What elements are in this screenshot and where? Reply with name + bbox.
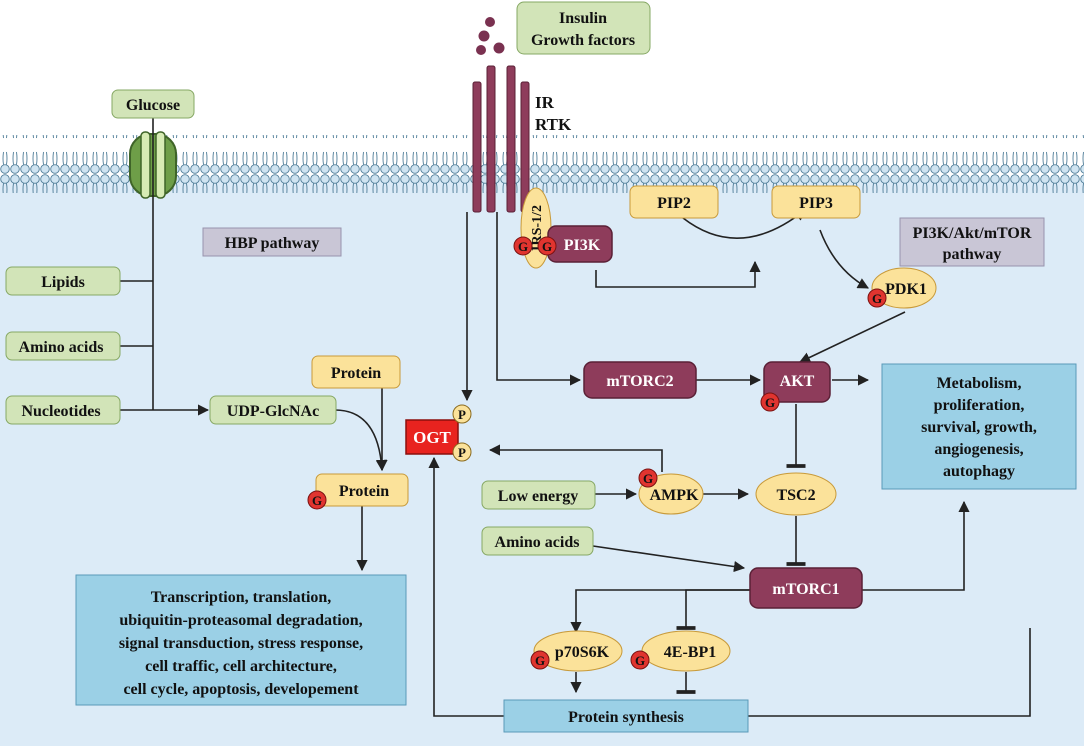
g-marker-p70s6k: G (530, 650, 550, 670)
svg-text:Low energy: Low energy (498, 488, 578, 505)
g-marker-pi3k: G (537, 236, 557, 256)
svg-text:G: G (872, 291, 882, 306)
svg-text:PDK1: PDK1 (885, 281, 927, 298)
mtorc2-node: mTORC2 (583, 361, 697, 399)
svg-text:AMPK: AMPK (650, 487, 699, 504)
pi3k-node: PI3K (547, 225, 613, 263)
pi3k-akt-mtor-pathway-label: PI3K/Akt/mTOR pathway (899, 217, 1045, 267)
svg-text:p70S6K: p70S6K (555, 644, 610, 661)
insulin-box: Insulin Growth factors (516, 1, 651, 55)
svg-text:PI3K: PI3K (564, 237, 601, 254)
svg-text:TSC2: TSC2 (776, 487, 815, 504)
svg-text:G: G (643, 471, 653, 486)
svg-text:cell traffic, cell architectur: cell traffic, cell architecture, (145, 658, 337, 675)
g-marker-4e-bp1: G (630, 650, 650, 670)
svg-text:Insulin: Insulin (559, 10, 607, 27)
p-marker-top: P (452, 404, 472, 424)
pdk1-node: PDK1 (871, 267, 937, 309)
svg-text:P: P (458, 445, 466, 460)
svg-text:G: G (635, 653, 645, 668)
pip2-box: PIP2 (629, 185, 719, 219)
pip3-box: PIP3 (771, 185, 861, 219)
p70s6k-node: p70S6K (533, 630, 623, 672)
right-outcome-box: Metabolism, proliferation, survival, gro… (881, 363, 1077, 490)
svg-text:UDP-GlcNAc: UDP-GlcNAc (227, 403, 319, 420)
receptor-label-rtk: RTK (535, 115, 572, 134)
svg-text:G: G (542, 239, 552, 254)
tsc2-node: TSC2 (755, 472, 837, 516)
svg-text:Glucose: Glucose (126, 97, 180, 114)
svg-text:G: G (765, 395, 775, 410)
svg-text:angiogenesis,: angiogenesis, (934, 441, 1023, 458)
connectors (120, 118, 1031, 717)
protein-box: Protein (311, 355, 401, 389)
svg-text:HBP pathway: HBP pathway (225, 235, 320, 252)
svg-text:4E-BP1: 4E-BP1 (664, 644, 716, 661)
nucleotides-box: Nucleotides (5, 395, 121, 425)
svg-text:Nucleotides: Nucleotides (21, 403, 100, 420)
svg-text:signal transduction, stress re: signal transduction, stress response, (119, 635, 363, 652)
left-outcome-box: Transcription, translation, ubiquitin-pr… (75, 574, 407, 706)
hbp-pathway-label: HBP pathway (202, 227, 342, 257)
svg-text:mTORC1: mTORC1 (772, 581, 839, 598)
mtorc1-node: mTORC1 (749, 567, 863, 609)
svg-text:cell cycle, apoptosis, develop: cell cycle, apoptosis, developement (123, 681, 359, 698)
svg-text:ubiquitin-proteasomal degradat: ubiquitin-proteasomal degradation, (119, 612, 362, 629)
glucose-box: Glucose (111, 89, 195, 119)
svg-text:mTORC2: mTORC2 (606, 373, 673, 390)
udp-glcnac-box: UDP-GlcNAc (209, 395, 337, 425)
svg-text:AKT: AKT (780, 373, 815, 390)
low-energy-box: Low energy (481, 480, 596, 510)
svg-text:Protein: Protein (331, 365, 381, 382)
cell-membrane (0, 135, 1084, 193)
svg-text:Amino acids: Amino acids (19, 339, 104, 356)
svg-text:proliferation,: proliferation, (934, 397, 1025, 414)
g-marker-irs: G (513, 236, 533, 256)
g-marker-protein: G (307, 490, 327, 510)
p-marker-bottom: P (452, 442, 472, 462)
protein-synthesis-box: Protein synthesis (503, 699, 749, 733)
glycosylated-protein-box: Protein (315, 473, 409, 507)
svg-text:autophagy: autophagy (943, 463, 1015, 480)
svg-text:PIP3: PIP3 (799, 195, 833, 212)
g-marker-pdk1: G (867, 288, 887, 308)
irs-node: IRS-1/2 (520, 187, 552, 269)
ogt-node: OGT (405, 419, 459, 455)
svg-text:Protein synthesis: Protein synthesis (568, 709, 684, 726)
svg-text:Lipids: Lipids (41, 274, 85, 291)
g-marker-ampk: G (638, 468, 658, 488)
svg-text:P: P (458, 407, 466, 422)
insulin-receptor (472, 65, 530, 213)
akt-node: AKT (763, 361, 831, 403)
svg-text:G: G (535, 653, 545, 668)
svg-text:PIP2: PIP2 (657, 195, 691, 212)
receptor-label-ir: IR (535, 93, 555, 112)
g-marker-akt: G (760, 392, 780, 412)
insulin-ligand-dots (476, 17, 505, 55)
svg-text:G: G (312, 493, 322, 508)
svg-text:Protein: Protein (339, 483, 389, 500)
4e-bp1-node: 4E-BP1 (641, 630, 731, 672)
phospho-markers: P P (452, 404, 472, 462)
glycosylation-markers: G G G G G G G G (307, 236, 887, 670)
svg-text:Transcription, translation,: Transcription, translation, (151, 589, 332, 606)
svg-text:Amino acids: Amino acids (495, 534, 580, 551)
svg-text:pathway: pathway (943, 246, 1002, 263)
amino-acids-left-box: Amino acids (5, 331, 121, 361)
svg-text:G: G (518, 239, 528, 254)
lipids-box: Lipids (5, 266, 121, 296)
svg-text:survival, growth,: survival, growth, (921, 419, 1037, 436)
svg-text:Metabolism,: Metabolism, (937, 375, 1022, 392)
svg-text:PI3K/Akt/mTOR: PI3K/Akt/mTOR (913, 225, 1032, 242)
amino-acids-mid-box: Amino acids (481, 526, 594, 556)
svg-text:Growth factors: Growth factors (531, 32, 635, 49)
svg-text:OGT: OGT (413, 428, 451, 447)
